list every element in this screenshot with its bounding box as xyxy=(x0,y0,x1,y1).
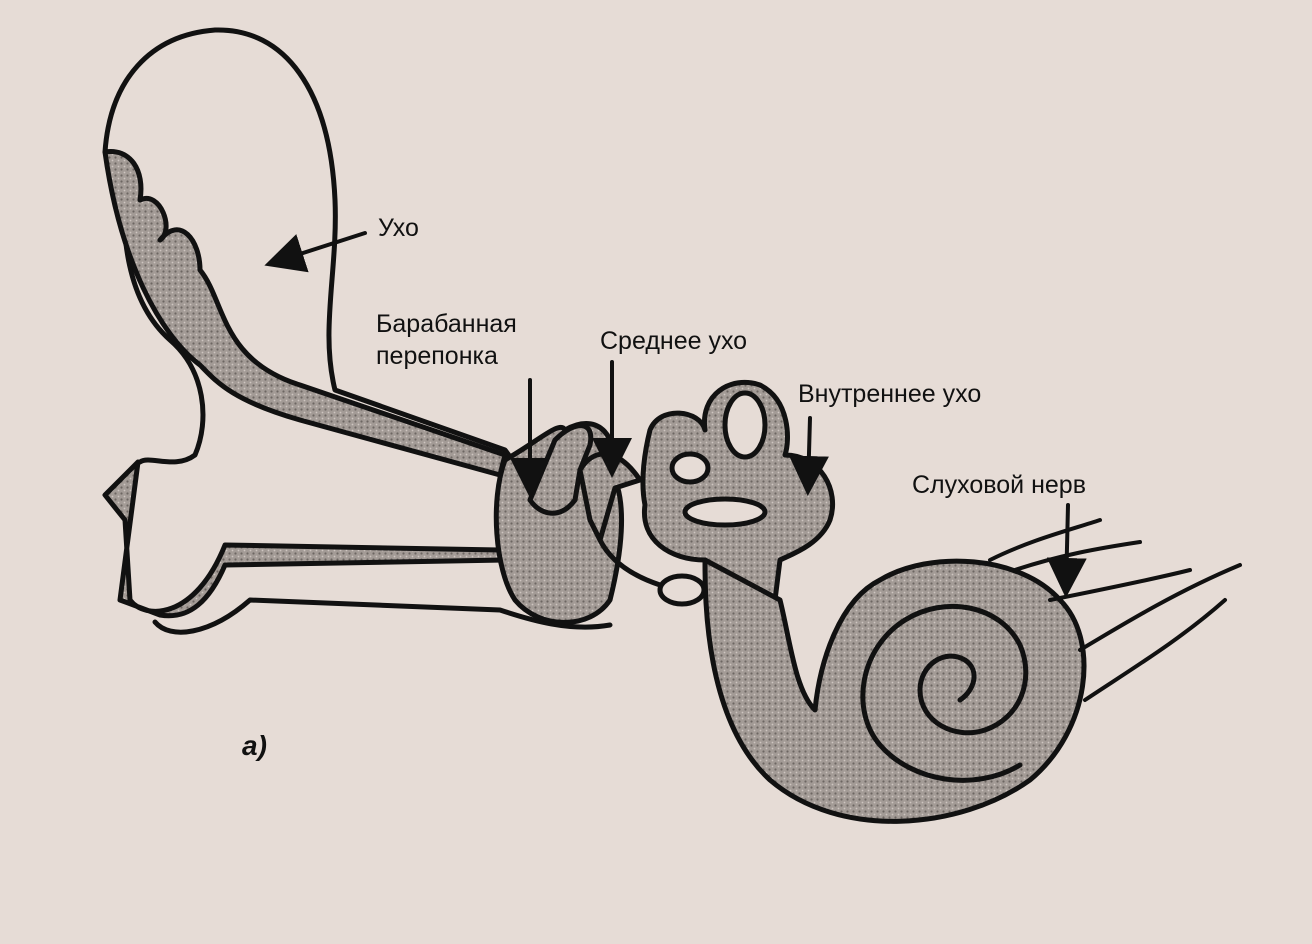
ossicle-stirrup xyxy=(597,537,663,588)
cochlea-spiral xyxy=(860,603,1029,783)
label-eardrum-line1: Барабанная xyxy=(376,310,517,338)
label-inner-ear: Внутреннее ухо xyxy=(798,380,982,408)
nerve-fiber-2 xyxy=(1013,540,1142,572)
label-ear: Ухо xyxy=(378,214,419,242)
nerve-fiber-1 xyxy=(988,518,1102,562)
semicircular-canal-upper xyxy=(722,390,768,460)
label-middle-ear: Среднее ухо xyxy=(600,327,748,355)
label-auditory-nerve: Слуховой нерв xyxy=(912,471,1086,499)
arrow-inner-ear xyxy=(788,416,829,496)
pinna-outline xyxy=(102,27,523,473)
ear-canal-outline xyxy=(152,597,613,635)
pinna-cartilage xyxy=(102,149,508,478)
semicircular-canal-middle xyxy=(669,451,711,485)
semicircular-canal-lower xyxy=(682,496,768,528)
nerve-fiber-4 xyxy=(1078,563,1242,652)
arrow-auditory-nerve xyxy=(1046,503,1087,598)
ear-canal-lower xyxy=(102,459,508,619)
label-eardrum-line2: перепонка xyxy=(376,342,498,370)
oval-window xyxy=(657,573,707,607)
nerve-fiber-3 xyxy=(1048,568,1192,602)
cochlea xyxy=(702,557,1087,824)
nerve-fiber-5 xyxy=(1083,598,1227,702)
panel-label: а) xyxy=(242,730,267,761)
arrow-ear xyxy=(264,231,367,273)
